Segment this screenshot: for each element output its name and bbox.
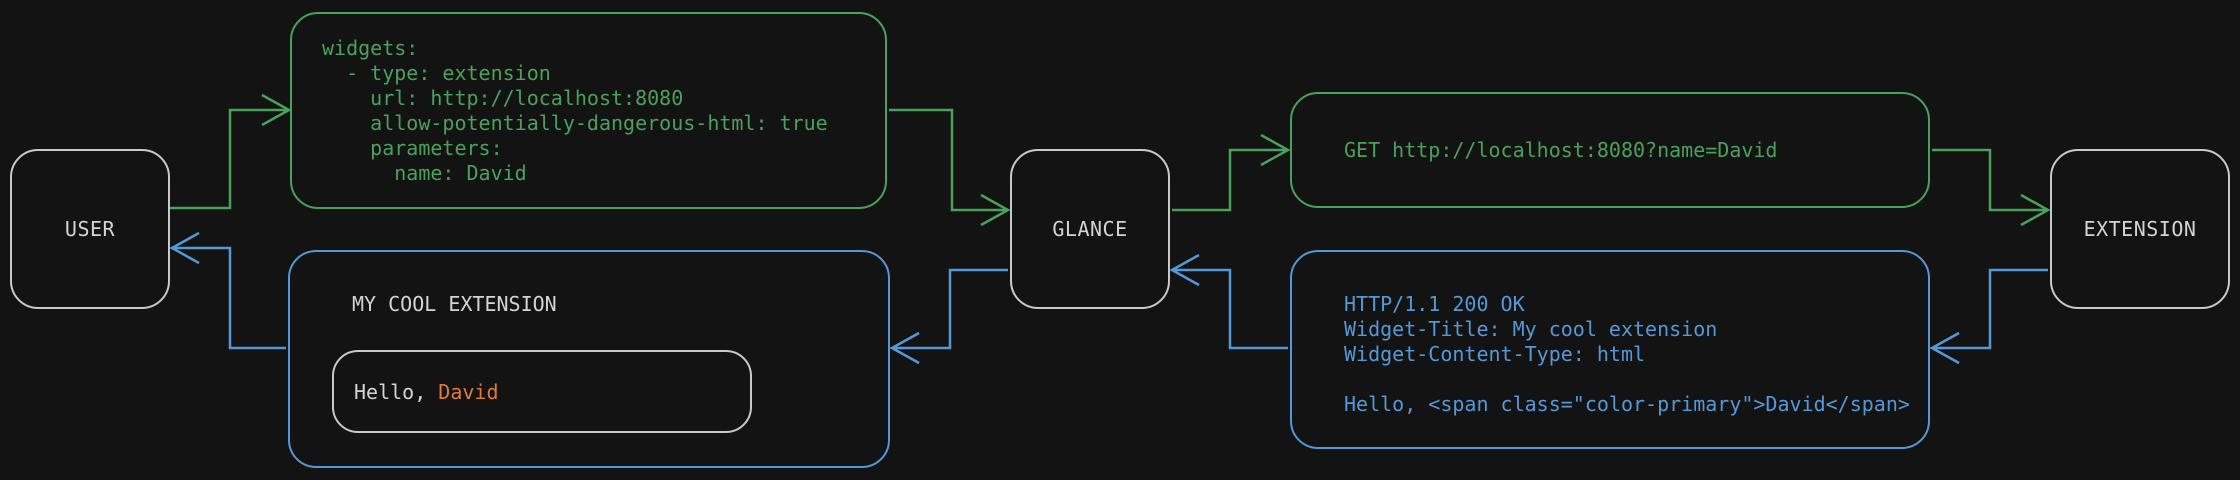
- arrow-glance-to-widget: [889, 268, 1008, 365]
- arrow-widget-to-user: [169, 231, 286, 350]
- arrow-user-to-config: [170, 93, 292, 210]
- http-request-box: GET http://localhost:8080?name=David: [1290, 92, 1930, 208]
- http-request-text: GET http://localhost:8080?name=David: [1344, 138, 1778, 162]
- config-yaml-box: widgets: - type: extension url: http://l…: [290, 12, 887, 209]
- arrow-response-to-glance: [1169, 253, 1288, 350]
- widget-title: MY COOL EXTENSION: [352, 292, 557, 316]
- http-response-box: HTTP/1.1 200 OK Widget-Title: My cool ex…: [1290, 250, 1930, 449]
- glance-node-label: GLANCE: [1052, 217, 1128, 241]
- rendered-widget-box: MY COOL EXTENSION Hello, David: [288, 250, 890, 468]
- http-response-code: HTTP/1.1 200 OK Widget-Title: My cool ex…: [1344, 292, 1910, 416]
- arrow-request-to-extension: [1932, 148, 2051, 227]
- glance-node: GLANCE: [1010, 149, 1170, 309]
- greeting-name: David: [438, 379, 499, 404]
- greeting-prefix: Hello,: [354, 379, 439, 404]
- widget-greeting-box: Hello, David: [332, 350, 752, 433]
- extension-node-label: EXTENSION: [2083, 217, 2197, 241]
- arrow-extension-to-response: [1929, 268, 2048, 365]
- config-yaml-code: widgets: - type: extension url: http://l…: [322, 36, 828, 185]
- user-node-label: USER: [64, 217, 116, 241]
- arrow-glance-to-request: [1172, 133, 1291, 212]
- extension-node: EXTENSION: [2050, 149, 2230, 309]
- arrow-config-to-glance: [889, 108, 1011, 227]
- user-node: USER: [10, 149, 170, 309]
